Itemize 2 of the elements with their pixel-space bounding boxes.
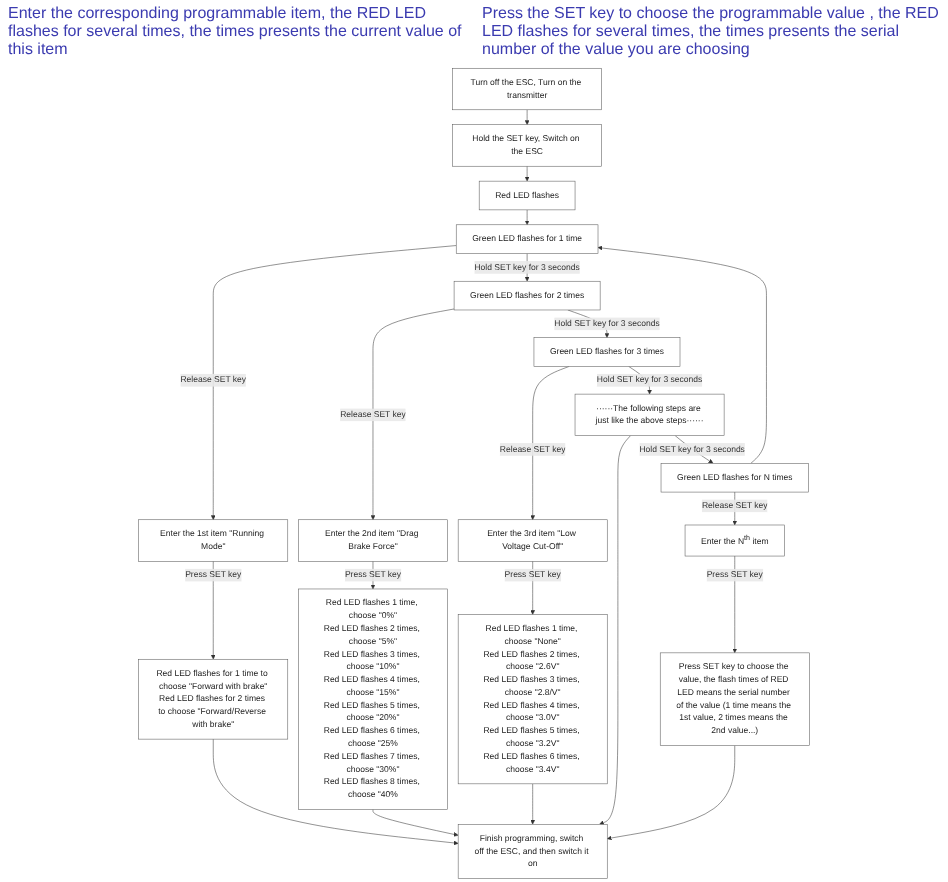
column-note: Enter the corresponding programmable item, the RED LED flashes for several times, the times presents the current value of this item bbox=[8, 4, 464, 60]
column-note: Press the SET key to choose the programmable value , the RED LED flashes for several times, the times presents the serial number of the value you are choosing bbox=[482, 4, 940, 60]
